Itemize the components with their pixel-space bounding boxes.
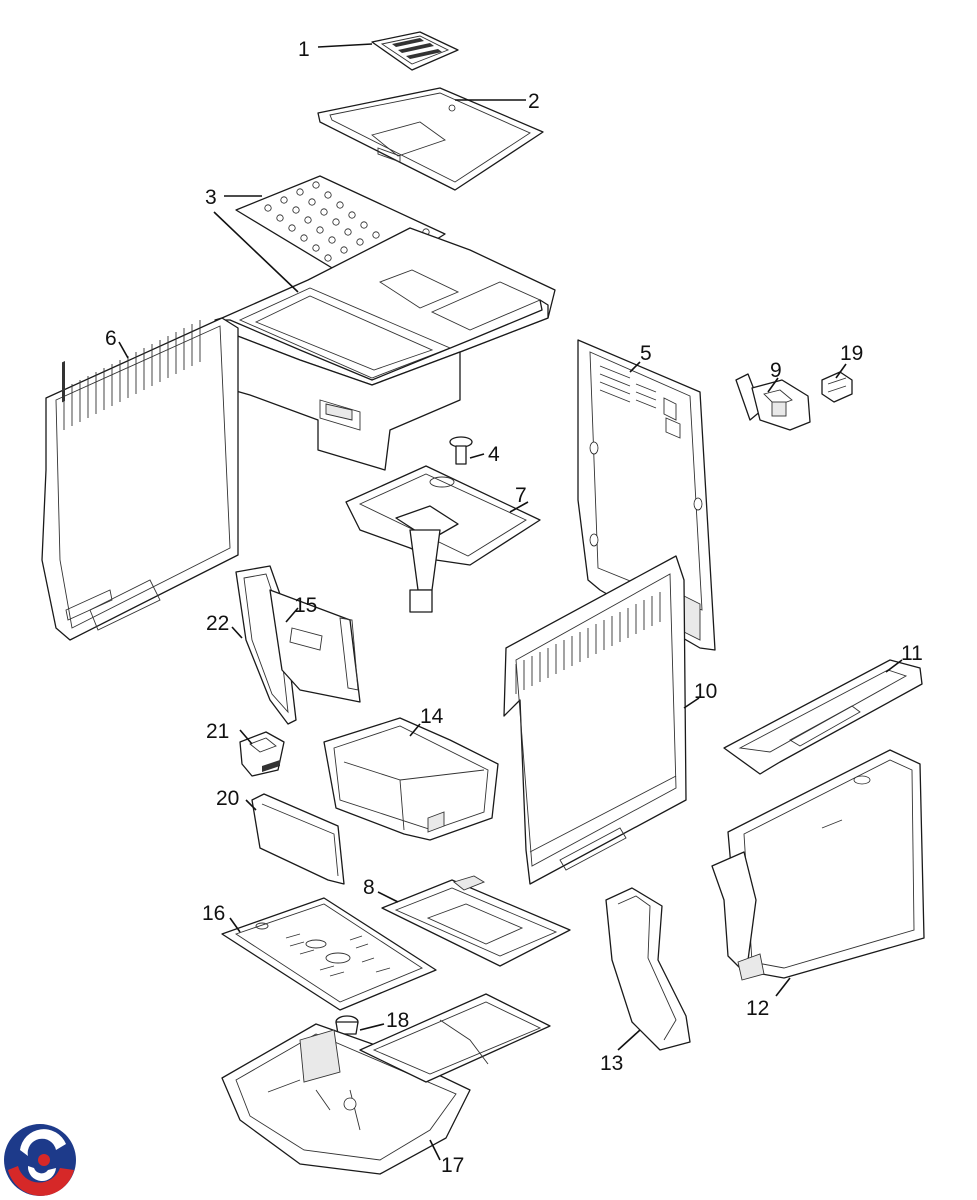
part-2-top-lid xyxy=(317,87,544,191)
part-8-cup-tray-frame xyxy=(381,875,571,967)
callout-15: 15 xyxy=(294,594,317,617)
callout-5: 5 xyxy=(640,342,652,365)
callout-18: 18 xyxy=(386,1009,409,1032)
part-7-funnel-tray xyxy=(345,465,541,613)
part-12-water-tank xyxy=(711,749,925,981)
callout-22: 22 xyxy=(206,612,229,635)
part-14-dregs-container xyxy=(323,717,499,841)
callout-20: 20 xyxy=(216,787,239,810)
part-9-switch-bracket xyxy=(735,373,811,431)
brand-logo-icon xyxy=(4,1124,76,1196)
callout-3: 3 xyxy=(205,186,217,209)
callout-12: 12 xyxy=(746,997,769,1020)
callout-10: 10 xyxy=(694,680,717,703)
callout-1: 1 xyxy=(298,38,310,61)
part-20-small-panel xyxy=(251,793,345,885)
part-10-right-side-panel xyxy=(503,555,687,885)
part-18-float xyxy=(335,1015,359,1035)
callout-9: 9 xyxy=(770,359,782,382)
part-6-left-side-panel xyxy=(41,317,239,641)
part-11-drip-tray-lid xyxy=(723,659,923,775)
callout-7: 7 xyxy=(515,484,527,507)
callout-labels: 1 2 3 4 5 6 7 8 9 10 11 12 13 14 15 16 1… xyxy=(105,38,923,1177)
part-15-spout-panel xyxy=(269,589,361,703)
callout-6: 6 xyxy=(105,327,117,350)
part-3-top-frame xyxy=(214,175,556,471)
callout-17: 17 xyxy=(441,1154,464,1177)
part-16-cup-grid xyxy=(221,897,437,1011)
leader-lines xyxy=(118,43,903,1161)
part-13-front-trim xyxy=(605,887,691,1051)
callout-4: 4 xyxy=(488,443,500,466)
callout-19: 19 xyxy=(840,342,863,365)
callout-11: 11 xyxy=(901,642,923,665)
callout-13: 13 xyxy=(600,1052,623,1075)
callout-2: 2 xyxy=(528,90,540,113)
part-1-grille-cover xyxy=(371,31,459,71)
callout-14: 14 xyxy=(420,705,444,728)
callout-21: 21 xyxy=(206,720,229,743)
callout-16: 16 xyxy=(202,902,225,925)
callout-8: 8 xyxy=(363,876,375,899)
part-17-drip-tray xyxy=(221,993,551,1175)
part-4-knob xyxy=(449,436,473,465)
